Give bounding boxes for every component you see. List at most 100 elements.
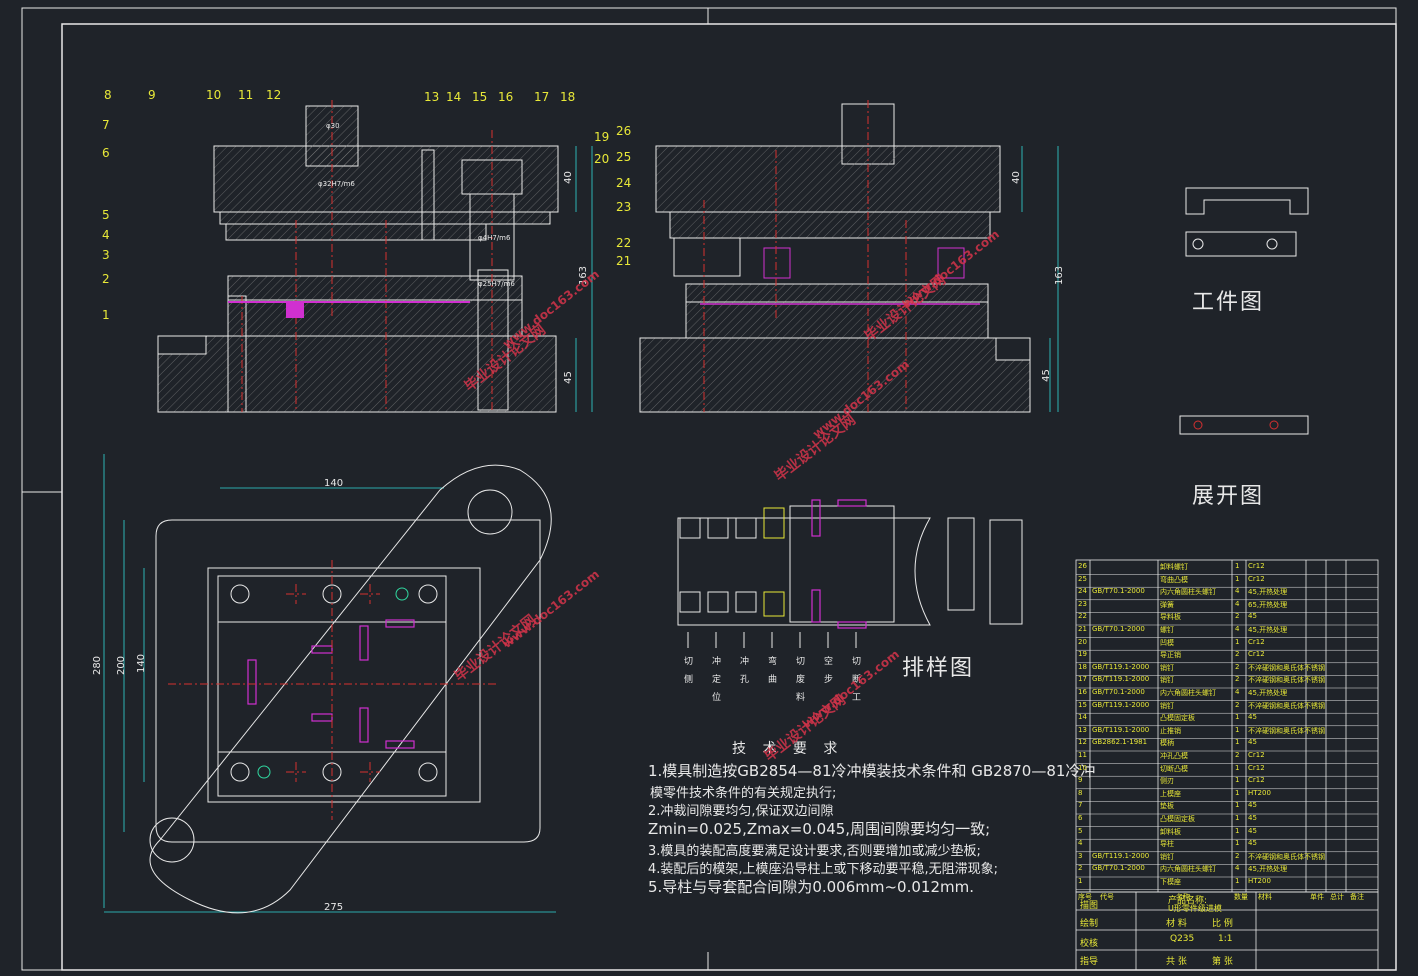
dim-plan-140-vertical: 140 <box>136 653 148 674</box>
bom-no-17: 17 <box>1078 675 1087 684</box>
bom-qty-9: 1 <box>1235 776 1240 785</box>
bom-mat-4: 45 <box>1248 839 1257 848</box>
dim-plan-140: 140 <box>324 478 344 489</box>
strip-step-5-char-3: 料 <box>796 693 806 703</box>
bom-name-17: 销钉 <box>1160 676 1174 685</box>
callout-10: 10 <box>206 88 222 102</box>
bom-mat-22: 45 <box>1248 612 1257 621</box>
bom-name-16: 内六角圆柱头螺钉 <box>1160 689 1216 697</box>
bom-no-5: 5 <box>1078 826 1083 835</box>
bom-name-15: 销钉 <box>1160 701 1174 710</box>
bom-no-1: 1 <box>1078 877 1083 885</box>
bom-no-10: 10 <box>1078 763 1087 772</box>
bom-no-18: 18 <box>1078 662 1087 671</box>
bom-name-23: 弹簧 <box>1160 600 1174 609</box>
bom-mat-8: HT200 <box>1248 788 1271 797</box>
bom-qty-14: 1 <box>1235 713 1240 722</box>
strip-step-4-char-2: 曲 <box>768 675 778 685</box>
side-center-lines <box>703 100 907 412</box>
bom-no-16: 16 <box>1078 688 1087 696</box>
bom-no-9: 9 <box>1078 776 1083 785</box>
dim-fit-32: φ32H7/m6 <box>318 180 355 188</box>
bom-no-24: 24 <box>1078 587 1087 596</box>
strip-accent <box>763 507 785 617</box>
bom-qty-15: 2 <box>1235 700 1240 709</box>
bom-qty-11: 2 <box>1235 751 1240 759</box>
dim-plan-275: 275 <box>324 902 344 913</box>
dim-plan-200: 200 <box>116 655 128 676</box>
bom-no-15: 15 <box>1078 700 1087 709</box>
callout-9: 9 <box>148 88 156 102</box>
bom-mat-21: 45,开热处理 <box>1248 626 1288 634</box>
tb-row-2: 绘制 <box>1080 919 1099 929</box>
unfold-label: 展开图 <box>1192 484 1265 509</box>
bom-name-3: 销钉 <box>1160 852 1174 861</box>
bom-no-7: 7 <box>1078 801 1083 810</box>
strip-step-7-char-2: 断 <box>852 675 862 685</box>
tech-req-line-5: 3.模具的装配高度要满足设计要求,否则要增加或减少垫板; <box>648 844 981 859</box>
strip-step-5-char-1: 切 <box>796 657 806 667</box>
product-label: 产品名称: <box>1168 896 1208 906</box>
bom-mat-18: 不淬硬钢和奥氏体不锈钢 <box>1248 663 1325 672</box>
tb-row-1: 描图 <box>1080 901 1099 911</box>
tech-req-line-7: 5.导柱与导套配合间隙为0.006mm~0.012mm. <box>648 878 974 896</box>
callout-21: 21 <box>616 254 632 268</box>
strip-step-1-char-2: 侧 <box>684 675 694 685</box>
callout-26: 26 <box>616 124 632 138</box>
sheet-label: 第 张 <box>1212 957 1233 967</box>
strip-step-2-char-1: 冲 <box>712 657 722 667</box>
bom-header-qty: 数量 <box>1234 892 1248 901</box>
callout-20: 20 <box>594 152 610 166</box>
bom-std-24: GB/T70.1-2000 <box>1092 587 1145 596</box>
callout-19: 19 <box>594 130 610 144</box>
bom-no-2: 2 <box>1078 864 1083 873</box>
bom-qty-8: 1 <box>1235 788 1240 797</box>
bom-name-14: 凸模固定板 <box>1160 714 1195 723</box>
bom-header-std: 代号 <box>1100 892 1114 901</box>
bom-name-6: 凸模固定板 <box>1160 815 1195 823</box>
bom-no-19: 19 <box>1078 650 1087 659</box>
callout-2: 2 <box>102 272 110 286</box>
strip-step-1-char-1: 切 <box>684 657 694 667</box>
bom-name-19: 导正销 <box>1160 651 1181 660</box>
bom-mat-12: 45 <box>1248 738 1257 747</box>
bom-mat-17: 不淬硬钢和奥氏体不锈钢 <box>1248 676 1325 685</box>
bom-qty-24: 4 <box>1235 587 1240 596</box>
bom-qty-23: 4 <box>1235 599 1240 608</box>
bom-qty-18: 2 <box>1235 662 1240 671</box>
front-center-lines <box>241 100 493 412</box>
workpiece-label: 工件图 <box>1192 290 1265 315</box>
strip-step-7-char-3: 工 <box>852 693 862 703</box>
bom-mat-23: 65,开热处理 <box>1248 600 1288 609</box>
bom-mat-11: Cr12 <box>1248 751 1265 759</box>
bom-header-c3: 备注 <box>1350 892 1364 901</box>
layout-label: 排样图 <box>902 656 975 681</box>
bom-mat-15: 不淬硬钢和奥氏体不锈钢 <box>1248 701 1325 710</box>
callout-12: 12 <box>266 88 282 102</box>
bom-no-14: 14 <box>1078 713 1087 722</box>
bom-header-name: 名称 <box>1176 892 1190 901</box>
bom-no-20: 20 <box>1078 637 1087 646</box>
bom-no-26: 26 <box>1078 562 1087 570</box>
dim-right-163: 163 <box>1054 265 1066 286</box>
bom-no-25: 25 <box>1078 574 1087 583</box>
bom-no-13: 13 <box>1078 725 1087 734</box>
bom-mat-10: Cr12 <box>1248 763 1265 772</box>
callout-16: 16 <box>498 90 514 104</box>
callout-17: 17 <box>534 90 550 104</box>
dimension-lines <box>103 146 1059 913</box>
plan-center-lines <box>168 560 496 820</box>
callout-3: 3 <box>102 248 110 262</box>
bom-name-7: 垫板 <box>1160 802 1174 811</box>
callout-11: 11 <box>238 88 254 102</box>
scale-label: 比 例 <box>1212 919 1233 929</box>
bom-std-18: GB/T119.1-2000 <box>1092 662 1150 671</box>
strip-step-6-char-1: 空 <box>824 657 834 667</box>
bom-no-12: 12 <box>1078 738 1087 747</box>
bom-qty-1: 1 <box>1235 877 1240 885</box>
strip-step-5-char-2: 废 <box>796 675 806 685</box>
bom-qty-3: 2 <box>1235 851 1240 860</box>
strip-step-6-char-2: 步 <box>824 675 834 685</box>
tech-req-line-2: 模零件技术条件的有关规定执行; <box>650 786 837 801</box>
